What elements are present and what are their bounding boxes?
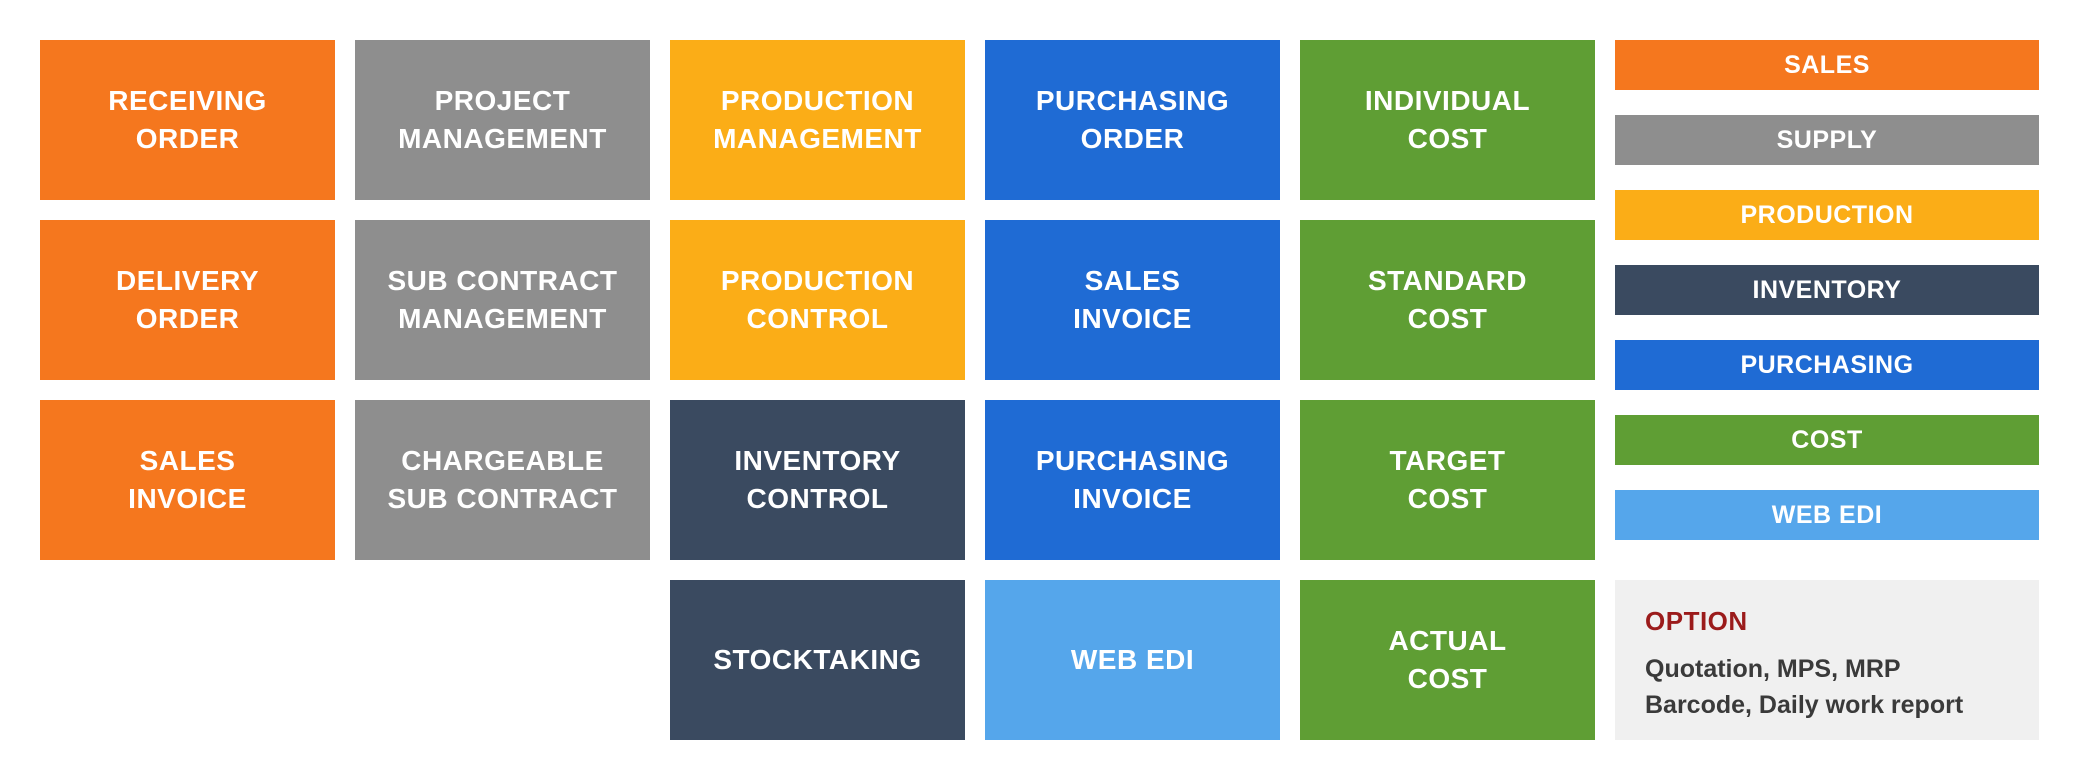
legend-column: SALES SUPPLY PRODUCTION INVENTORY PURCHA… [1615, 40, 2039, 740]
tile-target-cost: TARGET COST [1300, 400, 1595, 560]
column-purchasing: PURCHASING ORDER SALES INVOICE PURCHASIN… [985, 40, 1280, 740]
column-production-inventory: PRODUCTION MANAGEMENT PRODUCTION CONTROL… [670, 40, 965, 740]
tile-receiving-order: RECEIVING ORDER [40, 40, 335, 200]
option-box: OPTION Quotation, MPS, MRP Barcode, Dail… [1615, 580, 2039, 740]
legend-production: PRODUCTION [1615, 190, 2039, 240]
legend-cost: COST [1615, 415, 2039, 465]
tile-stocktaking: STOCKTAKING [670, 580, 965, 740]
column-supply: PROJECT MANAGEMENT SUB CONTRACT MANAGEME… [355, 40, 650, 740]
option-line-1: Quotation, MPS, MRP [1645, 655, 1901, 683]
tile-delivery-order: DELIVERY ORDER [40, 220, 335, 380]
tile-project-management: PROJECT MANAGEMENT [355, 40, 650, 200]
tile-inventory-control: INVENTORY CONTROL [670, 400, 965, 560]
legend-supply: SUPPLY [1615, 115, 2039, 165]
tile-individual-cost: INDIVIDUAL COST [1300, 40, 1595, 200]
tile-actual-cost: ACTUAL COST [1300, 580, 1595, 740]
tile-purchasing-invoice: PURCHASING INVOICE [985, 400, 1280, 560]
tile-web-edi: WEB EDI [985, 580, 1280, 740]
tile-chargeable-sub-contract: CHARGEABLE SUB CONTRACT [355, 400, 650, 560]
option-title: OPTION [1645, 606, 1748, 636]
legend-web-edi: WEB EDI [1615, 490, 2039, 540]
tile-sales-invoice: SALES INVOICE [40, 400, 335, 560]
tile-sales-invoice-purchasing: SALES INVOICE [985, 220, 1280, 380]
tile-sub-contract-management: SUB CONTRACT MANAGEMENT [355, 220, 650, 380]
tile-purchasing-order: PURCHASING ORDER [985, 40, 1280, 200]
legend-bars: SALES SUPPLY PRODUCTION INVENTORY PURCHA… [1615, 40, 2039, 540]
legend-sales: SALES [1615, 40, 2039, 90]
column-sales: RECEIVING ORDER DELIVERY ORDER SALES INV… [40, 40, 335, 740]
column-cost: INDIVIDUAL COST STANDARD COST TARGET COS… [1300, 40, 1595, 740]
tile-standard-cost: STANDARD COST [1300, 220, 1595, 380]
legend-inventory: INVENTORY [1615, 265, 2039, 315]
tile-production-control: PRODUCTION CONTROL [670, 220, 965, 380]
tile-production-management: PRODUCTION MANAGEMENT [670, 40, 965, 200]
option-line-2: Barcode, Daily work report [1645, 691, 1964, 720]
legend-purchasing: PURCHASING [1615, 340, 2039, 390]
